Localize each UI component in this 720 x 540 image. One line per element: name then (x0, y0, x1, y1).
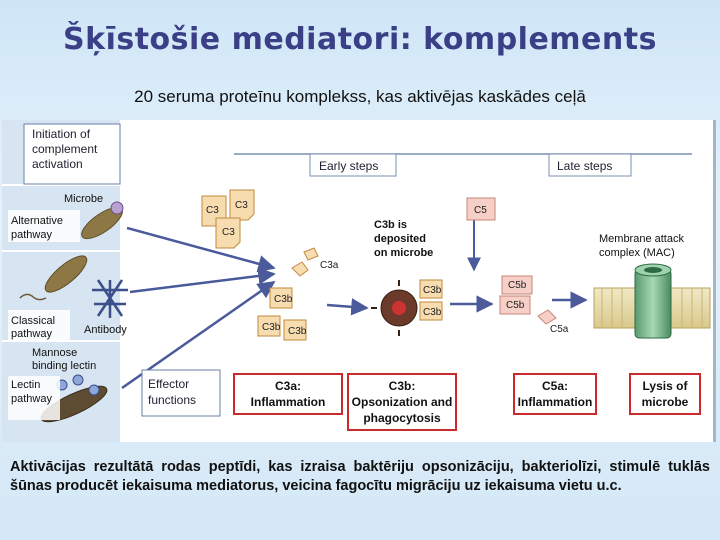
lectin-label-1: Lectin (11, 379, 40, 391)
c3a-label: C3a (320, 260, 339, 271)
antibody-label: Antibody (84, 324, 127, 336)
c5a-label: C5a (550, 324, 569, 335)
effector-box-lysis: Lysis of microbe (629, 373, 701, 415)
c5b-label-1: C5b (508, 280, 527, 291)
initiation-label-3: activation (32, 157, 83, 171)
c3a-fragments (291, 247, 319, 277)
complement-diagram: Initiation of complement activation Alte… (2, 120, 711, 442)
alternative-label-1: Alternative (11, 215, 63, 227)
initiation-label-2: complement (32, 142, 98, 156)
slide-title: Šķīstošie mediatori: komplements (63, 22, 657, 57)
c3-label-2: C3 (235, 200, 248, 211)
mac-label-2: complex (MAC) (599, 247, 675, 259)
c3b-box-title: C3b: (389, 379, 416, 393)
alternative-label-2: pathway (11, 229, 52, 241)
late-steps-label: Late steps (557, 159, 612, 173)
c3b-box-text-2: phagocytosis (363, 411, 441, 425)
mbl-label-1: Mannose (32, 347, 77, 359)
effector-box-c5a: C5a: Inflammation (513, 373, 597, 415)
microbe-icon-classical (19, 255, 88, 301)
c3b-fragments (257, 287, 307, 341)
classical-label-1: Classical (11, 315, 55, 327)
c5a-box-text: Inflammation (518, 395, 593, 409)
c3b-label-5: C3b (423, 307, 442, 318)
effector-box-c3a: C3a: Inflammation (233, 373, 343, 415)
effector-label-1: Effector (148, 377, 189, 391)
complement-pathway-figure: Initiation of complement activation Alte… (2, 120, 716, 442)
c3b-box-text-1: Opsonization and (352, 395, 453, 409)
mac-label-1: Membrane attack (599, 233, 684, 245)
initiation-label-1: Initiation of (32, 127, 91, 141)
c3-label-1: C3 (206, 205, 219, 216)
classical-label-2: pathway (11, 328, 52, 340)
mac-membrane-icon (593, 263, 711, 339)
c3-proteins (201, 189, 255, 249)
c5-protein (466, 197, 496, 221)
effector-label-2: functions (148, 393, 196, 407)
central-microbe-icon (371, 280, 427, 336)
c3b-label-4: C3b (423, 285, 442, 296)
lysis-box-text-2: microbe (642, 395, 689, 409)
pathway-arrows (121, 226, 276, 390)
c5b-label-2: C5b (506, 300, 525, 311)
c3b-label-2: C3b (262, 322, 281, 333)
c3b-label-1: C3b (274, 294, 293, 305)
mbl-label-2: binding lectin (32, 360, 96, 372)
c5a-box-title: C5a: (542, 379, 568, 393)
lectin-label-2: pathway (11, 393, 52, 405)
c3b-deposited-3: on microbe (374, 247, 433, 259)
c5b-fragments (499, 275, 533, 315)
c3a-box-text: Inflammation (251, 395, 326, 409)
lysis-box-text-1: Lysis of (643, 379, 689, 393)
antibody-icon (92, 279, 128, 318)
microbe-icon-alternative (81, 201, 124, 240)
c3b-deposited-1: C3b is (374, 219, 407, 231)
c3a-box-title: C3a: (275, 379, 301, 393)
c3b-deposited-2: deposited (374, 233, 426, 245)
slide-caption: Aktivācijas rezultātā rodas peptīdi, kas… (10, 459, 710, 494)
microbe-label: Microbe (64, 193, 103, 205)
early-steps-label: Early steps (319, 159, 378, 173)
c5-label: C5 (474, 205, 487, 216)
slide-subtitle: 20 seruma proteīnu komplekss, kas aktivē… (134, 87, 586, 106)
c3-label-3: C3 (222, 227, 235, 238)
effector-box-c3b: C3b: Opsonization and phagocytosis (347, 373, 457, 431)
c3b-label-3: C3b (288, 326, 307, 337)
